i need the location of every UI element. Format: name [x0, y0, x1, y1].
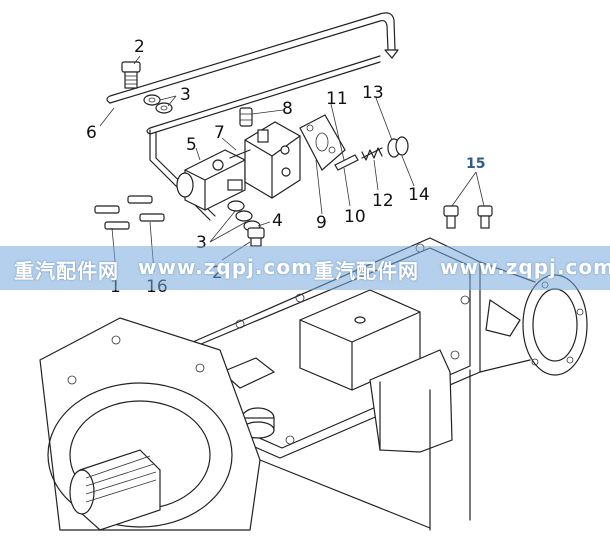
callout-8: 8: [282, 99, 293, 119]
air-pipe: [106, 12, 399, 221]
gasket-9: [299, 114, 346, 171]
callout-3-top: 3: [180, 85, 191, 105]
callout-3-lower: 3: [196, 233, 207, 253]
bolt-lower: [247, 227, 265, 247]
callout-5: 5: [186, 135, 197, 155]
callout-10: 10: [344, 207, 366, 227]
watermark-text-1: 重汽配件网: [14, 259, 119, 283]
callout-15: 15: [466, 156, 485, 172]
studs-1-16: [94, 195, 165, 230]
callout-12: 12: [372, 191, 394, 211]
callout-13: 13: [362, 83, 384, 103]
valve-7: [229, 121, 301, 199]
bolt-top: [121, 61, 141, 89]
callout-14: 14: [408, 185, 430, 205]
watermark-text-4: www.zqpj.com: [440, 255, 610, 279]
callout-9: 9: [316, 213, 327, 233]
washers-lower: [227, 200, 261, 232]
callout-6: 6: [86, 123, 97, 143]
watermark-text-2: www.zqpj.com: [138, 255, 313, 279]
callout-11: 11: [326, 89, 348, 109]
callout-4: 4: [272, 211, 283, 231]
callout-2-top: 2: [134, 37, 145, 57]
spring-12: [361, 147, 383, 161]
fitting-8: [239, 107, 253, 127]
pin-11: [334, 154, 359, 171]
bolts-15: [443, 205, 493, 229]
transmission-housing: [39, 237, 588, 531]
valve-5: [176, 149, 246, 211]
callout-7: 7: [214, 123, 225, 143]
watermark-band: [0, 246, 610, 290]
watermark-text-3: 重汽配件网: [314, 259, 419, 283]
plug-13: [387, 136, 409, 158]
